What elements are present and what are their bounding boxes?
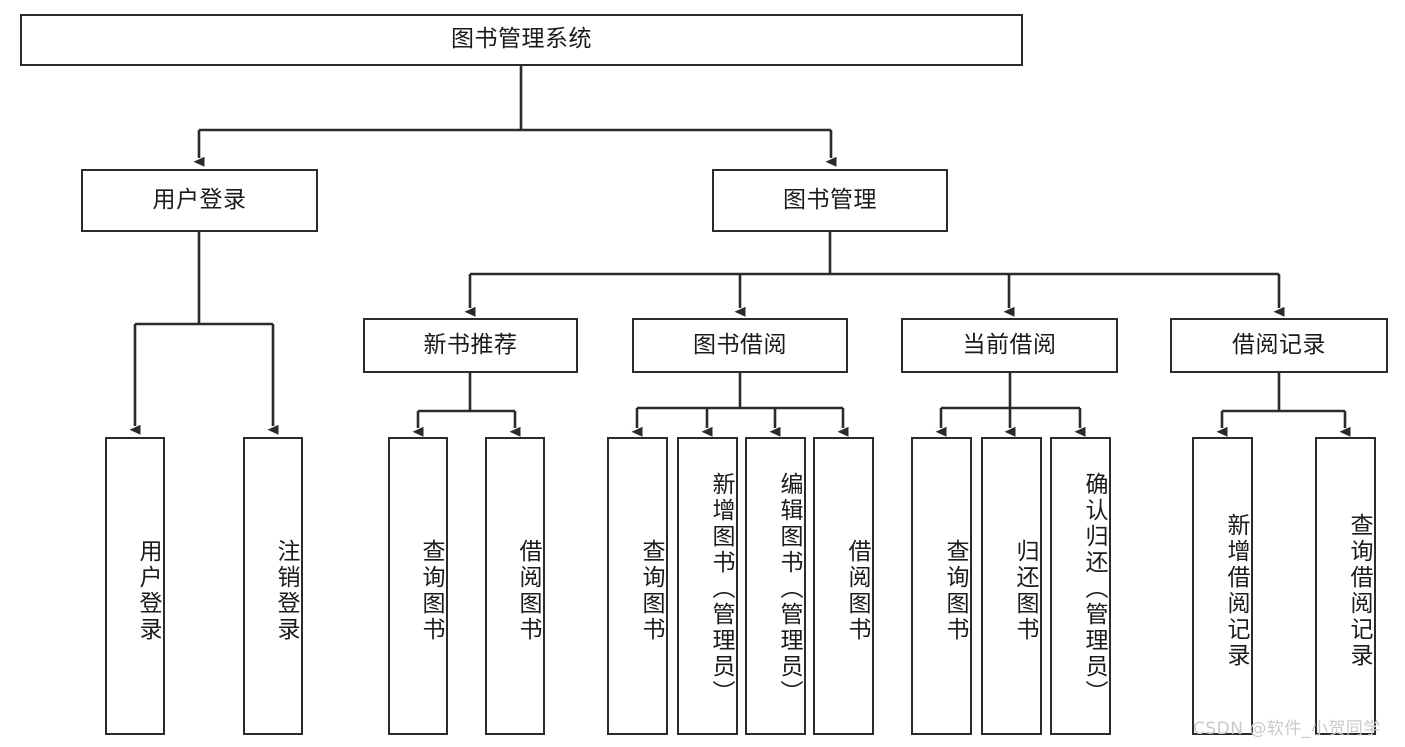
node-leaf-edit-book[interactable]: 编辑图书（管理员） — [745, 437, 806, 735]
node-borrow-record[interactable]: 借阅记录 — [1170, 318, 1388, 373]
node-user-login[interactable]: 用户登录 — [81, 169, 318, 232]
node-leaf-query-book-recommend[interactable]: 查询图书 — [388, 437, 448, 735]
node-root-system[interactable]: 图书管理系统 — [20, 14, 1023, 66]
node-leaf-query-borrow-record[interactable]: 查询借阅记录 — [1315, 437, 1376, 735]
node-leaf-add-borrow-record[interactable]: 新增借阅记录 — [1192, 437, 1253, 735]
node-current-borrow[interactable]: 当前借阅 — [901, 318, 1118, 373]
node-leaf-add-book[interactable]: 新增图书（管理员） — [677, 437, 738, 735]
node-leaf-query-book-current[interactable]: 查询图书 — [911, 437, 972, 735]
node-leaf-confirm-return[interactable]: 确认归还（管理员） — [1050, 437, 1111, 735]
node-new-book-recommend[interactable]: 新书推荐 — [363, 318, 578, 373]
node-leaf-borrow-book-recommend[interactable]: 借阅图书 — [485, 437, 545, 735]
node-leaf-borrow-book[interactable]: 借阅图书 — [813, 437, 874, 735]
node-leaf-query-book-borrow[interactable]: 查询图书 — [607, 437, 668, 735]
node-book-borrow[interactable]: 图书借阅 — [632, 318, 848, 373]
node-leaf-user-logout[interactable]: 注销登录 — [243, 437, 303, 735]
csdn-watermark: CSDN @软件_小贺同学 — [1193, 719, 1381, 739]
node-leaf-user-login[interactable]: 用户登录 — [105, 437, 165, 735]
node-leaf-return-book[interactable]: 归还图书 — [981, 437, 1042, 735]
node-book-manage[interactable]: 图书管理 — [712, 169, 948, 232]
